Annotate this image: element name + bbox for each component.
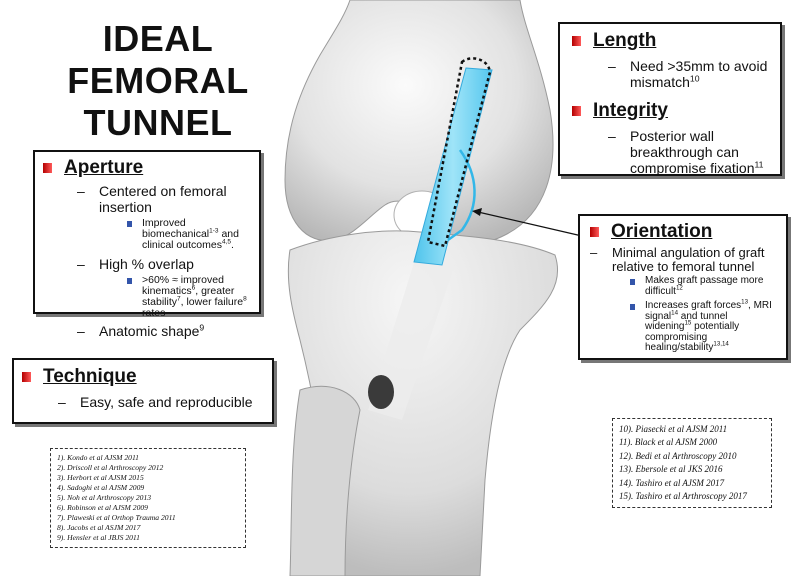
title-line-1: IDEAL FEMORAL xyxy=(67,18,249,101)
reference-item: 11). Black et al AJSM 2000 xyxy=(619,437,718,448)
fibula-bone xyxy=(289,385,361,576)
reference-item: 5). Noh et al Arthroscopy 2013 xyxy=(57,493,152,502)
reference-item: 8). Jacobs et al ASJM 2017 xyxy=(57,523,141,532)
technique-box: Technique –Easy, safe and reproducible xyxy=(12,358,274,424)
aperture-heading: Aperture xyxy=(43,157,253,179)
orientation-heading: Orientation xyxy=(590,221,782,243)
reference-item: 12). Bedi et al Arthroscopy 2010 xyxy=(619,450,737,461)
reference-item: 2). Driscoll et al Arthroscopy 2012 xyxy=(57,463,164,472)
reference-item: 4). Sadoghi et al AJSM 2009 xyxy=(57,483,145,492)
arrowhead xyxy=(472,208,482,216)
blue-bullet-icon xyxy=(630,279,635,285)
red-bullet-icon xyxy=(43,163,52,173)
length-heading: Length xyxy=(572,30,772,52)
references-left: 1). Kondo et al AJSM 2011 2). Driscoll e… xyxy=(50,448,246,548)
orientation-box: Orientation –Minimal angulation of graft… xyxy=(578,214,788,360)
title-line-2: TUNNEL xyxy=(83,102,233,143)
reference-item: 13). Ebersole et al JKS 2016 xyxy=(619,464,723,475)
aperture-point-3: –Anatomic shape9 xyxy=(77,322,205,339)
blue-bullet-icon xyxy=(630,304,635,310)
integrity-heading: Integrity xyxy=(572,100,772,122)
reference-item: 7). Plaweski et al Orthop Trauma 2011 xyxy=(57,513,176,522)
technique-heading: Technique xyxy=(22,366,264,388)
red-bullet-icon xyxy=(22,372,31,382)
references-right: 10). Piasecki et al AJSM 2011 11). Black… xyxy=(612,418,772,508)
blue-bullet-icon xyxy=(127,221,132,227)
red-bullet-icon xyxy=(572,106,581,116)
femur-bone xyxy=(284,0,554,244)
reference-item: 9). Hensler et al JBJS 2011 xyxy=(57,533,140,542)
main-title: IDEAL FEMORAL TUNNEL xyxy=(8,18,308,144)
graft-outline xyxy=(447,149,476,242)
reference-item: 6). Robinson et al AJSM 2009 xyxy=(57,503,148,512)
reference-item: 1). Kondo et al AJSM 2011 xyxy=(57,453,139,462)
reference-item: 15). Tashiro et al Arthroscopy 2017 xyxy=(619,491,747,502)
orientation-arrow xyxy=(477,211,583,237)
tibial-tunnel xyxy=(368,250,460,420)
blue-bullet-icon xyxy=(127,278,132,284)
tibial-tunnel-exit xyxy=(368,375,394,409)
tibia-bone xyxy=(287,230,559,576)
red-bullet-icon xyxy=(572,36,581,46)
reference-item: 14). Tashiro et al AJSM 2017 xyxy=(619,477,725,488)
technique-point: –Easy, safe and reproducible xyxy=(58,394,253,410)
reference-item: 10). Piasecki et al AJSM 2011 xyxy=(619,424,728,434)
reference-item: 3). Herbort et al AJSM 2015 xyxy=(57,473,144,482)
aperture-point-2: –High % overlap xyxy=(77,256,194,272)
red-bullet-icon xyxy=(590,227,599,237)
